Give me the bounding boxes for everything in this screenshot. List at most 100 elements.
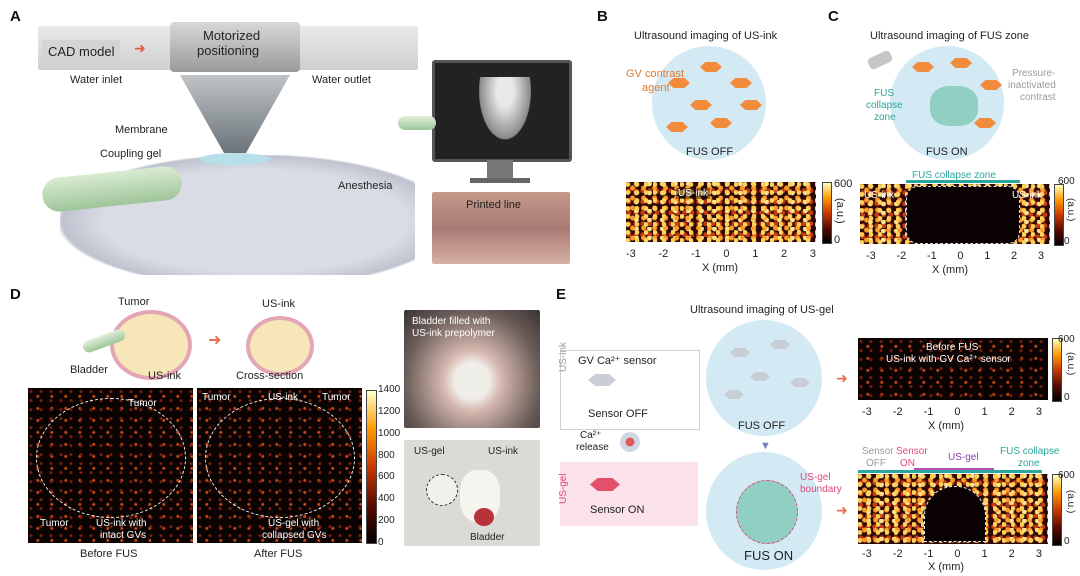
bladder-photo xyxy=(404,310,540,428)
e-fus-collapse-1: FUS collapse xyxy=(1000,446,1060,457)
cbar-b-max: 600 xyxy=(834,178,853,190)
anesthesia-label: Anesthesia xyxy=(338,180,393,192)
e-bottom-xlabel: X (mm) xyxy=(928,561,965,573)
motor-block xyxy=(170,22,300,72)
b-xlabel: X (mm) xyxy=(702,262,739,274)
c-xticks: -3 -2 -1 0 1 2 3 xyxy=(866,250,1044,262)
gv-hex xyxy=(690,100,712,110)
sensor-off-label: Sensor OFF xyxy=(588,408,648,420)
e-sensor-on-2: ON xyxy=(900,458,915,469)
e-bottom-xticks: -3 -2 -1 0 1 2 3 xyxy=(862,548,1042,560)
gv-contrast-label: GV contrast xyxy=(626,68,685,80)
e-sensor-off-1: Sensor xyxy=(862,446,894,457)
arrow-right-icon: ➜ xyxy=(208,332,222,349)
panel-c-title: Ultrasound imaging of FUS zone xyxy=(870,30,1029,42)
usgel-boundary-1: US-gel xyxy=(800,472,831,483)
gv-contrast-agent-label: agent xyxy=(642,82,670,94)
side-usink: US-ink xyxy=(558,341,569,372)
colorbar-b xyxy=(822,182,832,244)
water-inlet-label: Water inlet xyxy=(70,74,123,86)
fus-label-1: FUS xyxy=(874,88,894,99)
c-right-label: US-ink xyxy=(1012,190,1043,201)
photo1-label-2: US-ink prepolymer xyxy=(412,328,495,339)
ca-label-2: release xyxy=(576,442,609,453)
usgel-boundary-2: boundary xyxy=(800,484,842,495)
photo2-bladder: Bladder xyxy=(470,532,505,543)
gv-hex xyxy=(724,390,744,399)
pressure-label-3: contrast xyxy=(1020,92,1056,103)
d-usink-label: US-ink xyxy=(148,370,182,382)
photo1-label-1: Bladder filled with xyxy=(412,316,491,327)
x-tick: 0 xyxy=(954,406,961,418)
cs-usink-label: US-ink xyxy=(262,298,296,310)
gel-pad xyxy=(200,153,270,165)
printed-line-photo xyxy=(432,192,570,264)
cbar-c-max: 600 xyxy=(1058,176,1075,187)
x-tick: -3 xyxy=(626,248,636,260)
x-tick: 0 xyxy=(723,248,730,260)
gv-hex xyxy=(790,378,810,387)
colorbar-c xyxy=(1054,184,1064,246)
arrow-right-icon: ➜ xyxy=(836,502,848,518)
arrow-down-icon: ▼ xyxy=(760,440,771,452)
sensor-on-box xyxy=(560,462,698,526)
before-tumor-top: Tumor xyxy=(128,398,157,409)
panel-e-label: E xyxy=(556,286,567,303)
cbar-b-min: 0 xyxy=(834,234,841,246)
gv-hex xyxy=(950,58,972,68)
fus-collapse-region xyxy=(906,186,1020,244)
gv-hex xyxy=(770,340,790,349)
colorbar-e-bottom xyxy=(1052,474,1062,546)
e-top-cbar-max: 600 xyxy=(1058,334,1075,345)
e-fus-collapse-2: zone xyxy=(1018,458,1040,469)
panel-b-label: B xyxy=(597,8,608,25)
colorbar-e-top xyxy=(1052,338,1062,402)
cbar-c-min: 0 xyxy=(1064,236,1070,247)
x-tick: -1 xyxy=(923,406,934,418)
cbar-tick: 200 xyxy=(378,515,395,527)
e-bottom-cbar-min: 0 xyxy=(1064,536,1070,547)
collapse-zone-blob xyxy=(930,86,978,126)
after-usgel-2: collapsed GVs xyxy=(262,530,327,541)
after-fus-label: After FUS xyxy=(254,548,303,560)
gv-hex xyxy=(974,118,996,128)
panel-d-label: D xyxy=(10,286,21,303)
fus-on-label-e: FUS ON xyxy=(744,548,794,563)
e-usgel-label: US-gel xyxy=(948,452,979,463)
cbar-c-unit: (a.u.) xyxy=(1065,198,1076,222)
before-outline xyxy=(36,398,186,518)
after-outline xyxy=(205,398,355,518)
cad-model-label: CAD model xyxy=(42,40,121,63)
monitor-base xyxy=(470,178,530,183)
arrow-right-icon: ➜ xyxy=(836,370,848,386)
photo2-usgel: US-gel xyxy=(414,446,445,457)
collapse-zone-bar xyxy=(906,180,1020,183)
x-tick: -1 xyxy=(926,250,937,262)
before-fus-e-image xyxy=(858,338,1048,400)
fus-collapse-bar xyxy=(858,470,1042,473)
gv-hex xyxy=(700,62,722,72)
x-tick: 2 xyxy=(781,248,788,260)
gv-hex xyxy=(912,62,934,72)
after-tumor-right: Tumor xyxy=(322,392,351,403)
usink-with-sensor: US-ink with GV Ca²⁺ sensor xyxy=(886,354,1011,365)
cbar-tick: 800 xyxy=(378,449,395,461)
side-usgel: US-gel xyxy=(558,473,569,504)
cbar-tick: 0 xyxy=(378,536,384,548)
monitor-screen xyxy=(432,60,572,162)
fus-on-label: FUS ON xyxy=(926,146,968,158)
photo2-usink: US-ink xyxy=(488,446,519,457)
e-bottom-cbar-unit: (a.u.) xyxy=(1065,490,1076,514)
x-tick: 0 xyxy=(957,250,964,262)
e-top-xlabel: X (mm) xyxy=(928,420,965,432)
fus-label-2: collapse xyxy=(866,100,903,111)
d-tumor-label: Tumor xyxy=(118,296,150,308)
e-sensor-on-1: Sensor xyxy=(896,446,928,457)
gel-photo xyxy=(404,440,540,546)
e-top-cbar-min: 0 xyxy=(1064,392,1070,403)
e-top-cbar-unit: (a.u.) xyxy=(1065,352,1076,376)
panel-e-title: Ultrasound imaging of US-gel xyxy=(690,304,834,316)
before-fus-e: Before FUS xyxy=(926,342,979,353)
sensor-off-box xyxy=(560,350,700,430)
x-tick: -2 xyxy=(892,406,903,418)
